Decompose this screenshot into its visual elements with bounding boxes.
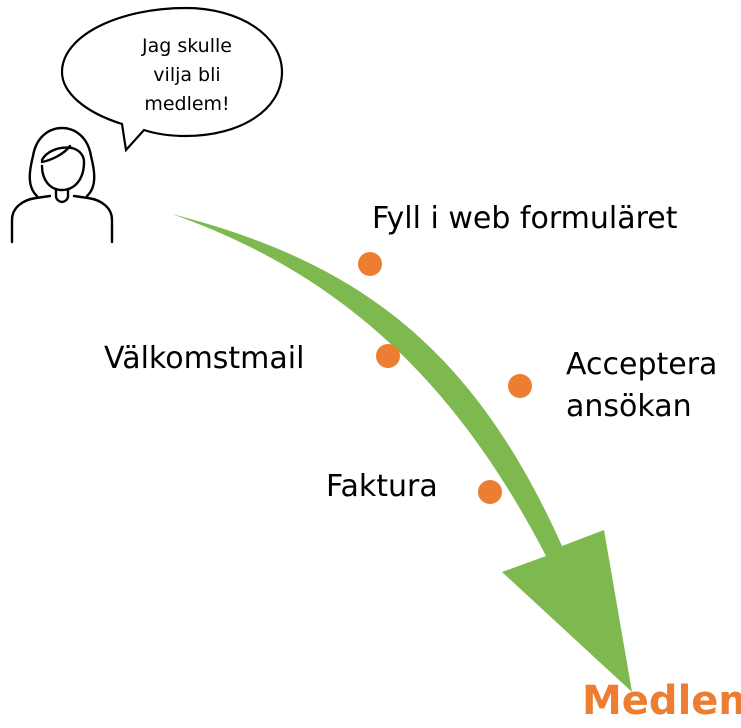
step-label-invoice: Faktura — [326, 469, 438, 504]
woman-icon — [10, 126, 114, 244]
step-label-fill-form: Fyll i web formuläret — [372, 201, 678, 236]
step-dot-1 — [358, 252, 382, 276]
step-label-accept-application: Acceptera ansökan — [566, 344, 717, 428]
speech-line-2: vilja bli — [153, 64, 221, 86]
step-dot-4 — [478, 480, 502, 504]
journey-arrow — [172, 214, 632, 692]
step-dot-3 — [508, 374, 532, 398]
speech-bubble — [60, 6, 284, 153]
step-label-accept-line-2: ansökan — [566, 389, 692, 424]
step-label-welcome-mail: Välkomstmail — [104, 341, 305, 376]
speech-line-1: Jag skulle — [142, 35, 232, 57]
speech-bubble-text: Jag skulle vilja bli medlem! — [96, 32, 278, 119]
step-dot-2 — [376, 344, 400, 368]
result-label: Medlem — [582, 678, 741, 724]
speech-line-3: medlem! — [144, 93, 230, 115]
step-label-accept-line-1: Acceptera — [566, 347, 718, 382]
